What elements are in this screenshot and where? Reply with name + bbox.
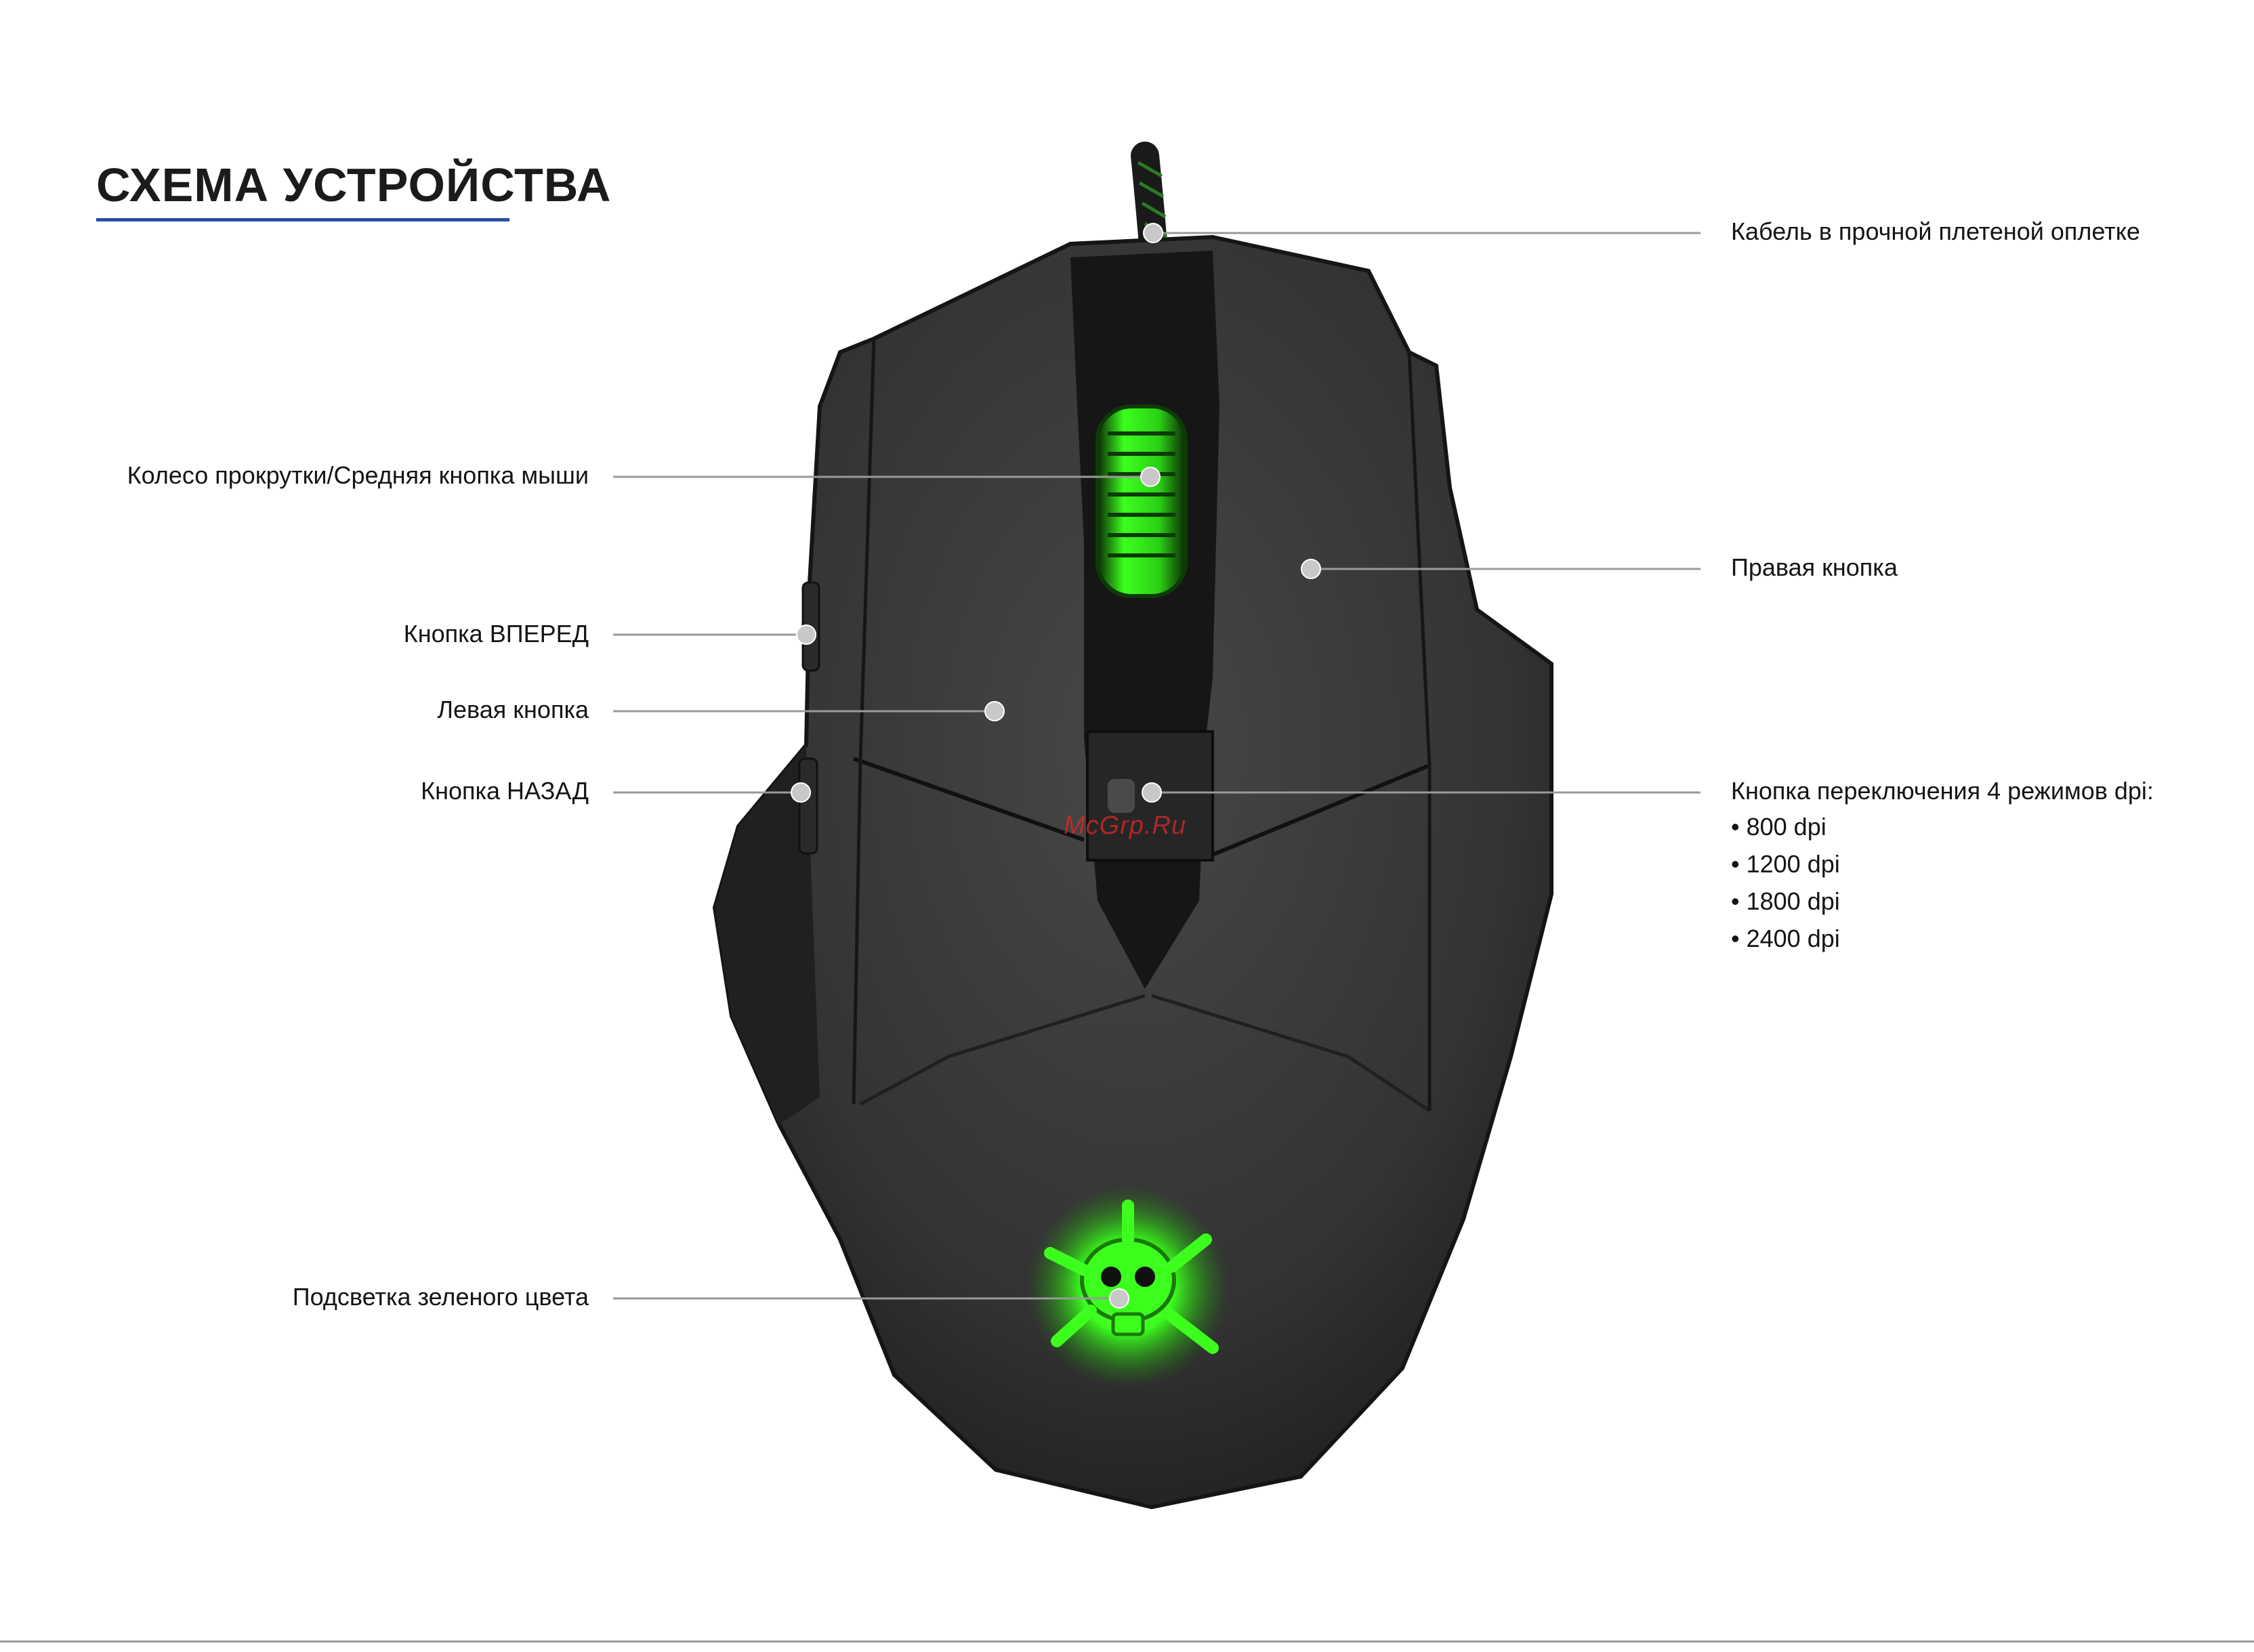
dpi-button-title: Кнопка переключения 4 режимов dpi: (1731, 775, 2154, 808)
wheel-dot (1141, 467, 1160, 486)
cable-label: Кабель в прочной плетеной оплетке (1731, 215, 2140, 249)
back-dot (791, 783, 810, 802)
page-title: СХЕМА УСТРОЙСТВА (96, 161, 611, 209)
cable-dot (1144, 224, 1163, 242)
right-button-dot (1301, 559, 1320, 578)
dpi-mode-list: 800 dpi 1200 dpi 1800 dpi 2400 dpi (1731, 808, 2154, 957)
dpi-dot (1142, 783, 1161, 802)
watermark: McGrp.Ru (1064, 811, 1186, 841)
dpi-mode-item: 2400 dpi (1731, 920, 2154, 957)
left-button-dot (985, 702, 1004, 721)
back-side-button (799, 759, 817, 853)
back-button-label: Кнопка НАЗАД (421, 775, 589, 808)
dpi-button-label: Кнопка переключения 4 режимов dpi: 800 d… (1731, 775, 2154, 957)
dpi-mode-item: 1800 dpi (1731, 883, 2154, 920)
dpi-mode-item: 1200 dpi (1731, 845, 2154, 883)
title-underline (96, 218, 509, 221)
dpi-mode-item: 800 dpi (1731, 808, 2154, 845)
backlight-dot (1110, 1289, 1129, 1308)
forward-dot (797, 625, 816, 644)
left-button-label: Левая кнопка (437, 694, 589, 727)
dpi-switch (1108, 779, 1135, 813)
scroll-wheel-label: Колесо прокрутки/Средняя кнопка мыши (127, 459, 589, 492)
scroll-wheel-ridges (1108, 433, 1175, 555)
forward-button-label: Кнопка ВПЕРЕД (404, 618, 589, 651)
backlight-label: Подсветка зеленого цвета (293, 1281, 589, 1314)
right-button-label: Правая кнопка (1731, 551, 1898, 585)
bottom-rule (0, 1640, 2254, 1643)
